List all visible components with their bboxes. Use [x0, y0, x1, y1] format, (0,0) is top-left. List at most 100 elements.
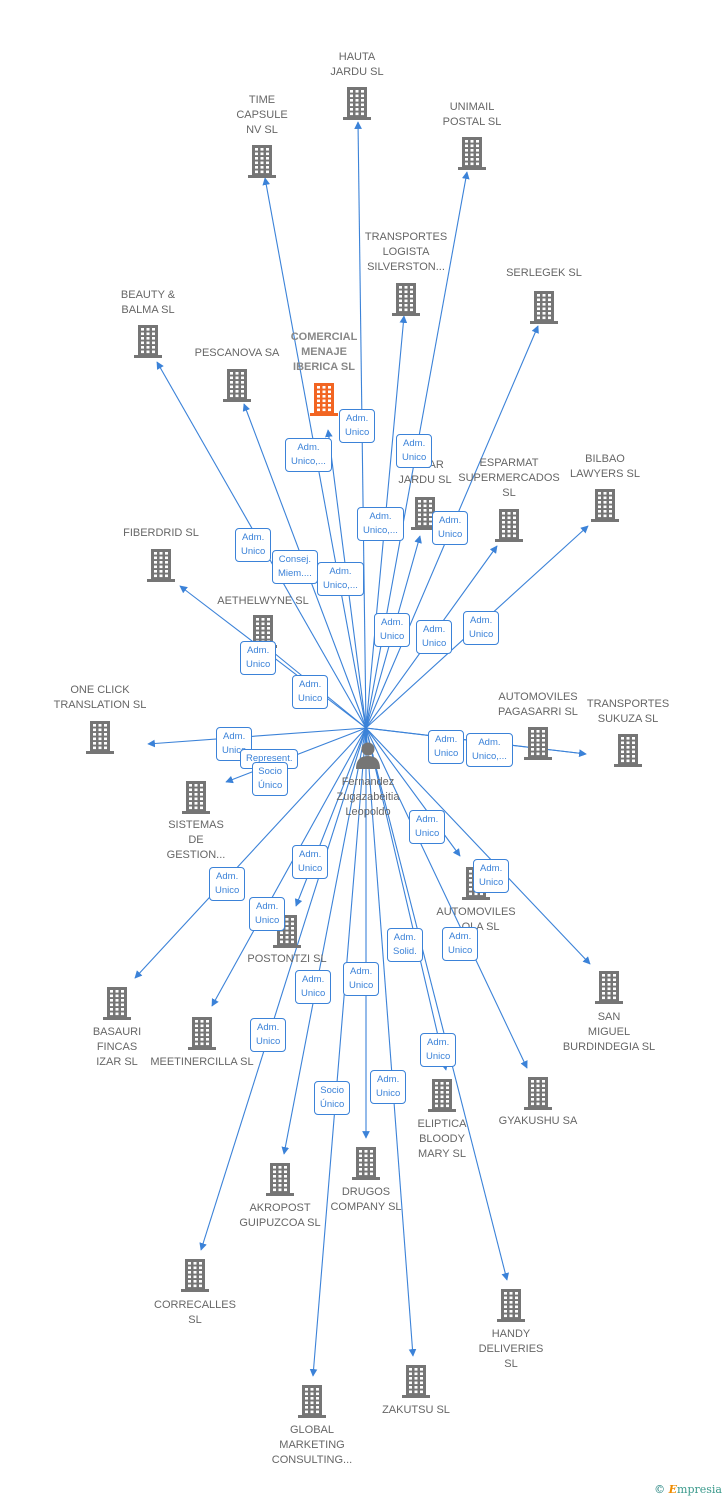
role-badge[interactable]: Adm. Unico: [428, 730, 465, 764]
building-icon: [135, 1258, 255, 1292]
company-node-handy[interactable]: HANDY DELIVERIES SL: [451, 1288, 571, 1372]
role-badge[interactable]: Adm. Unico: [396, 434, 433, 468]
company-node-meetinercilla[interactable]: MEETINERCILLA SL: [142, 1016, 262, 1070]
role-badge[interactable]: Adm. Unico: [249, 897, 286, 931]
edge-zakutsu: [365, 727, 417, 1357]
role-badge[interactable]: Adm. Unico,...: [466, 733, 513, 767]
role-badge[interactable]: Socio Único: [314, 1081, 351, 1115]
company-node-one-click[interactable]: ONE CLICK TRANSLATION SL: [40, 683, 160, 754]
role-badge[interactable]: Adm. Unico,...: [357, 507, 404, 541]
role-badge[interactable]: Adm. Unico: [463, 611, 500, 645]
brand-logo[interactable]: © Empresia: [654, 1483, 722, 1496]
role-badge[interactable]: Adm. Unico: [416, 620, 453, 654]
company-node-gyakushu[interactable]: GYAKUSHU SA: [478, 1076, 598, 1129]
company-node-time-capsule[interactable]: TIME CAPSULE NV SL: [202, 93, 322, 178]
company-name: AKROPOST GUIPUZCOA SL: [239, 1202, 321, 1229]
building-icon: [220, 1162, 340, 1196]
edge-handy: [365, 727, 510, 1281]
brand-initial: E: [668, 1483, 678, 1496]
role-badge[interactable]: Adm. Solid.: [387, 928, 423, 962]
building-icon: [365, 496, 485, 530]
role-badge[interactable]: Adm. Unico: [370, 1070, 407, 1104]
building-icon: [306, 1146, 426, 1180]
edge-gyakushu: [365, 727, 528, 1069]
company-name: SAN MIGUEL BURDINDEGIA SL: [562, 1011, 656, 1053]
role-badge[interactable]: Adm. Unico: [420, 1033, 457, 1067]
building-icon: [478, 1076, 598, 1110]
role-badge[interactable]: Adm. Unico,...: [285, 438, 332, 472]
person-node[interactable]: Fernandez Zugazabeitia Leopoldo: [320, 740, 416, 820]
company-name: BILBAO LAWYERS SL: [570, 453, 640, 480]
building-icon: [484, 290, 604, 324]
role-badge[interactable]: Adm. Unico: [235, 528, 272, 562]
company-name: ELIPTICA BLOODY MARY SL: [417, 1118, 467, 1160]
company-name: POSTONTZI SL: [247, 953, 327, 965]
building-icon: [88, 324, 208, 358]
role-badge[interactable]: Adm. Unico: [374, 613, 411, 647]
role-badge[interactable]: Adm. Unico: [292, 845, 329, 879]
role-badge[interactable]: Adm. Unico: [339, 409, 376, 443]
company-name: MEETINERCILLA SL: [150, 1056, 254, 1068]
company-node-comercial-menaje[interactable]: COMERCIAL MENAJE IBERICA SL: [264, 330, 384, 416]
company-node-esparmat[interactable]: ESPARMAT SUPERMERCADOS SL: [449, 456, 569, 542]
company-name: TRANSPORTES LOGISTA SILVERSTON...: [364, 231, 448, 273]
company-node-akropost[interactable]: AKROPOST GUIPUZCOA SL: [220, 1162, 340, 1231]
company-name: ESPARMAT SUPERMERCADOS SL: [458, 457, 560, 499]
role-badge[interactable]: Adm. Unico: [240, 641, 277, 675]
company-name: BASAURI FINCAS IZAR SL: [92, 1026, 142, 1068]
company-node-sistemas[interactable]: SISTEMAS DE GESTION...: [136, 780, 256, 863]
building-icon: [449, 508, 569, 542]
building-icon: [346, 282, 466, 316]
role-badge[interactable]: Adm. Unico: [473, 859, 510, 893]
role-badge[interactable]: Adm. Unico: [250, 1018, 287, 1052]
company-node-hauta[interactable]: HAUTA JARDU SL: [297, 50, 417, 120]
building-icon: [264, 382, 384, 416]
company-node-bilbao-lawyers[interactable]: BILBAO LAWYERS SL: [545, 452, 665, 522]
company-name: AETHELWYNE SL: [217, 595, 309, 607]
edge-meetinercilla: [211, 727, 367, 1007]
person-name: Fernandez Zugazabeitia Leopoldo: [336, 776, 400, 818]
edge-one-click: [147, 727, 367, 748]
company-name: GLOBAL MARKETING CONSULTING...: [271, 1424, 353, 1466]
role-badge[interactable]: Adm. Unico: [442, 927, 479, 961]
company-node-transportes-sukuza[interactable]: TRANSPORTES SUKUZA SL: [568, 697, 688, 767]
role-badge[interactable]: Adm. Unico: [409, 810, 446, 844]
company-name: CORRECALLES SL: [154, 1299, 236, 1326]
company-node-unimail[interactable]: UNIMAIL POSTAL SL: [412, 100, 532, 170]
building-icon: [177, 368, 297, 402]
role-badge[interactable]: Adm. Unico: [432, 511, 469, 545]
company-node-aethelwyne[interactable]: AETHELWYNE SL: [203, 594, 323, 648]
role-badge[interactable]: Adm. Unico: [209, 867, 246, 901]
company-name: ZAKUTSU SL: [382, 1404, 450, 1416]
role-badge[interactable]: Adm. Unico: [292, 675, 329, 709]
building-icon: [142, 1016, 262, 1050]
company-node-global-marketing[interactable]: GLOBAL MARKETING CONSULTING...: [252, 1384, 372, 1468]
company-node-correcalles[interactable]: CORRECALLES SL: [135, 1258, 255, 1328]
company-node-automoviles-pagasarri[interactable]: AUTOMOVILES PAGASARRI SL: [478, 690, 598, 760]
role-badge[interactable]: Adm. Unico: [343, 962, 380, 996]
company-node-drugos[interactable]: DRUGOS COMPANY SL: [306, 1146, 426, 1215]
company-node-postontzi[interactable]: POSTONTZI SL: [227, 914, 347, 967]
edge-eliptica: [365, 727, 449, 1071]
company-node-san-miguel[interactable]: SAN MIGUEL BURDINDEGIA SL: [549, 970, 669, 1055]
company-node-beauty-balma[interactable]: BEAUTY & BALMA SL: [88, 288, 208, 358]
company-node-eliptica[interactable]: ELIPTICA BLOODY MARY SL: [382, 1078, 502, 1162]
company-node-transportes-logista[interactable]: TRANSPORTES LOGISTA SILVERSTON...: [346, 230, 466, 316]
role-badge[interactable]: Consej. Miem....: [272, 550, 318, 584]
building-icon: [297, 86, 417, 120]
person-icon: [356, 742, 380, 769]
company-name: DRUGOS COMPANY SL: [330, 1186, 402, 1213]
company-name: COMERCIAL MENAJE IBERICA SL: [290, 331, 358, 373]
company-node-zakutsu[interactable]: ZAKUTSU SL: [356, 1364, 476, 1418]
company-node-serlegek[interactable]: SERLEGEK SL: [484, 266, 604, 324]
building-icon: [382, 1078, 502, 1112]
role-badge[interactable]: Adm. Unico,...: [317, 562, 364, 596]
building-icon: [101, 548, 221, 582]
role-badge[interactable]: Adm. Unico: [295, 970, 332, 1004]
company-node-fiberdrid[interactable]: FIBERDRID SL: [101, 526, 221, 582]
role-badge[interactable]: Socio Único: [252, 762, 289, 796]
company-node-pescanova[interactable]: PESCANOVA SA: [177, 346, 297, 402]
building-icon: [451, 1288, 571, 1322]
company-node-basauri[interactable]: BASAURI FINCAS IZAR SL: [57, 986, 177, 1070]
